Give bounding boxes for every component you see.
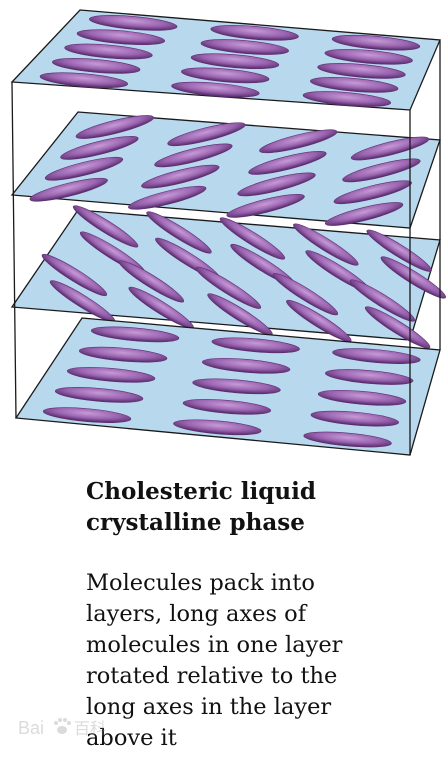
molecule xyxy=(195,266,262,309)
molecule xyxy=(44,156,124,181)
molecule xyxy=(146,211,212,254)
molecule xyxy=(317,389,407,406)
molecule xyxy=(317,63,406,79)
molecule xyxy=(29,177,108,202)
molecule xyxy=(167,122,246,147)
molecule xyxy=(226,194,305,218)
caption-title-line: crystalline phase xyxy=(86,509,305,536)
molecule xyxy=(210,24,299,41)
molecule xyxy=(259,129,338,154)
third-layer xyxy=(10,205,446,349)
molecule xyxy=(364,306,431,349)
molecule xyxy=(272,273,339,316)
molecule xyxy=(219,217,286,260)
molecule xyxy=(181,67,270,84)
molecule xyxy=(324,202,404,226)
caption-body-line: molecules in one layer xyxy=(86,632,343,658)
molecule xyxy=(293,223,359,266)
caption-body-line: Molecules pack into xyxy=(86,570,315,596)
molecule xyxy=(66,366,156,383)
caption-body: Molecules pack into layers, long axes of… xyxy=(86,568,436,754)
molecule xyxy=(286,299,352,342)
molecule xyxy=(42,407,132,423)
second-layer xyxy=(10,111,441,229)
molecule xyxy=(310,77,399,93)
molecule xyxy=(248,151,327,175)
frame-edge xyxy=(11,81,17,419)
molecule xyxy=(190,53,280,70)
bottom-layer xyxy=(14,317,441,456)
molecule xyxy=(154,143,233,168)
molecule xyxy=(39,72,129,89)
caption-title-line: Cholesteric liquid xyxy=(86,478,316,505)
molecule xyxy=(60,136,139,160)
molecule xyxy=(310,410,399,427)
molecule xyxy=(342,158,421,183)
molecule xyxy=(171,81,260,98)
molecule xyxy=(141,164,220,189)
molecule xyxy=(303,431,392,448)
molecule xyxy=(192,378,281,395)
molecule xyxy=(302,91,392,107)
molecule xyxy=(331,34,421,51)
caption-body-line: long axes in the layer xyxy=(86,694,332,720)
molecule xyxy=(128,185,207,210)
molecule xyxy=(201,357,291,374)
caption-body-line: above it xyxy=(86,725,177,751)
molecule xyxy=(349,279,416,322)
molecule xyxy=(52,58,141,74)
molecule xyxy=(237,172,316,197)
molecule xyxy=(333,180,412,205)
molecule xyxy=(324,48,413,65)
molecule xyxy=(182,398,272,415)
molecule xyxy=(78,346,168,363)
bounding-box-frame xyxy=(11,40,441,455)
caption-title: Cholesteric liquid crystalline phase xyxy=(86,476,426,538)
top-layer xyxy=(10,9,441,111)
molecule xyxy=(54,387,144,403)
molecule xyxy=(72,205,139,248)
molecule xyxy=(332,348,421,364)
caption-body-line: rotated relative to the xyxy=(86,663,338,689)
molecule xyxy=(325,369,414,385)
molecule xyxy=(118,260,185,303)
molecule xyxy=(211,337,300,354)
molecule xyxy=(90,326,180,343)
molecule xyxy=(64,43,153,60)
caption-body-line: layers, long axes of xyxy=(86,601,307,627)
molecule xyxy=(75,115,154,139)
molecule xyxy=(89,15,178,31)
molecule xyxy=(173,419,262,436)
molecule xyxy=(366,229,432,272)
molecule xyxy=(76,29,166,46)
molecule xyxy=(41,253,108,297)
molecule xyxy=(200,39,289,55)
